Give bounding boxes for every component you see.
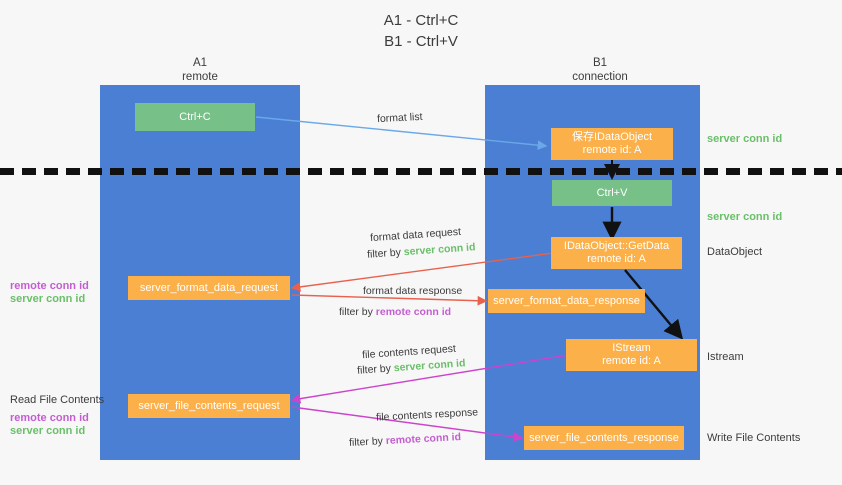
edge-label-format-list: format list [376, 110, 423, 126]
edge-label-format-data-request: format data request [369, 225, 462, 245]
label-server-conn-id-lower: server conn id [10, 425, 86, 437]
edge-label-format-data-response: format data response [363, 285, 463, 297]
filter-prefix-3: filter by [356, 362, 395, 377]
filter-prefix-2: filter by [339, 306, 376, 318]
lane-a1-header: A1 remote [182, 57, 218, 83]
label-dataobject: DataObject [707, 246, 763, 258]
edge-label-format-data-response-filter: filter by remote conn id [339, 306, 451, 318]
filter-key-remote-conn-id-1: remote conn id [375, 306, 452, 318]
label-server-conn-id-top: server conn id [707, 133, 783, 145]
label-server-conn-id-upper: server conn id [10, 293, 86, 305]
filter-key-server-conn-id-2: server conn id [393, 357, 466, 375]
box-server-file-contents-response[interactable]: server_file_contents_response [524, 426, 684, 450]
box-server-format-data-request[interactable]: server_format_data_request [128, 276, 290, 300]
label-remote-conn-id-upper: remote conn id [10, 280, 89, 292]
label-remote-conn-id-lower: remote conn id [10, 412, 89, 424]
lane-b1-header: B1 connection [572, 57, 628, 83]
filter-key-remote-conn-id-2: remote conn id [385, 431, 462, 447]
label-read-file-contents: Read File Contents [10, 394, 105, 406]
box-server-file-contents-request[interactable]: server_file_contents_request [128, 394, 290, 418]
box-save-idataobject[interactable]: 保存IDataObject remote id: A [551, 128, 673, 160]
box-istream[interactable]: IStream remote id: A [566, 339, 697, 371]
page-title: A1 - Ctrl+C B1 - Ctrl+V [383, 12, 459, 50]
boundary-divider [0, 168, 842, 175]
label-write-file-contents: Write File Contents [707, 432, 801, 444]
box-idataobject-getdata[interactable]: IDataObject::GetData remote id: A [551, 237, 682, 269]
filter-prefix-4: filter by [348, 435, 387, 449]
edge-label-file-contents-response-filter: filter by remote conn id [349, 431, 462, 449]
box-server-format-data-response[interactable]: server_format_data_response [488, 289, 645, 313]
label-istream: Istream [707, 351, 744, 363]
label-server-conn-id-second: server conn id [707, 211, 783, 223]
filter-prefix-1: filter by [366, 246, 405, 261]
box-ctrl-c[interactable]: Ctrl+C [135, 103, 255, 131]
edge-label-file-contents-response: file contents response [375, 406, 479, 424]
filter-key-server-conn-id-1: server conn id [403, 241, 476, 259]
box-ctrl-v[interactable]: Ctrl+V [552, 180, 672, 206]
edge-label-format-data-request-filter: filter by server conn id [367, 241, 476, 261]
